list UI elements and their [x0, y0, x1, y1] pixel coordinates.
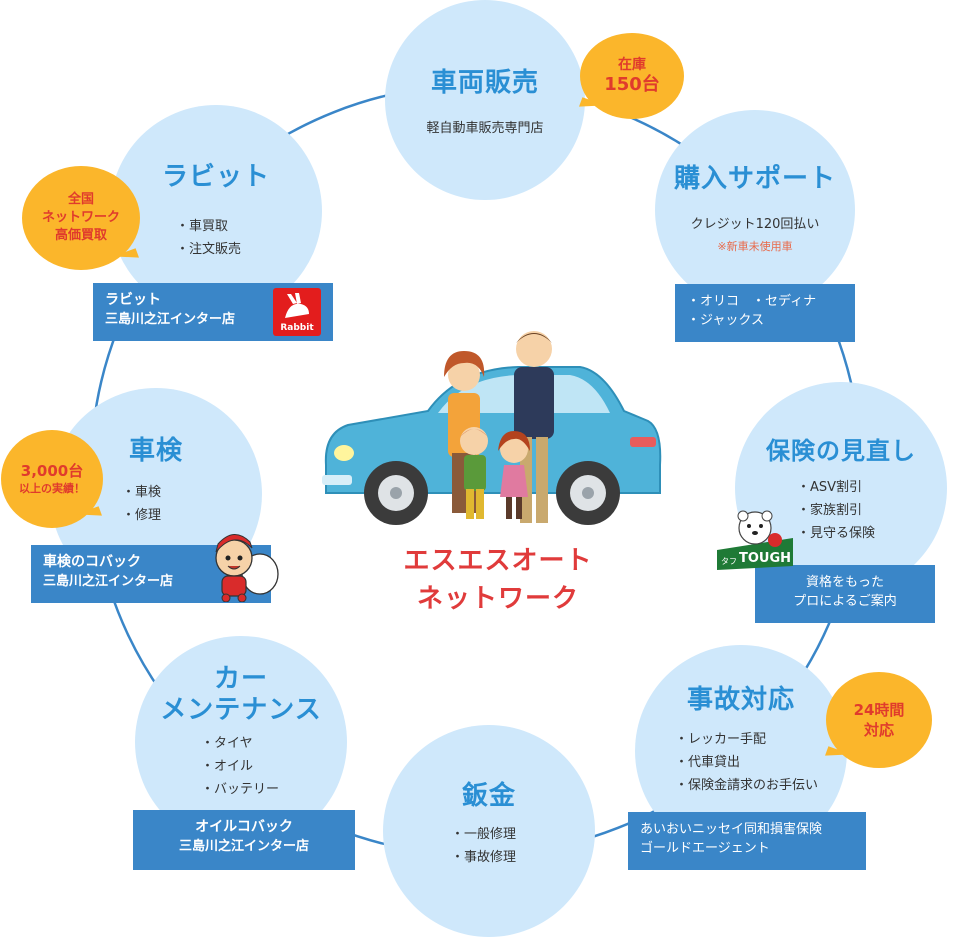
rabbit-logo-text: Rabbit [280, 323, 314, 333]
node-bodywork-title: 鈑金 [461, 781, 516, 811]
item: ・見守る保険 [797, 526, 876, 541]
node-maintenance-title-2: メンテナンス [160, 695, 322, 725]
item: ・代車貸出 [675, 755, 741, 770]
item: ・バッテリー [201, 782, 280, 797]
box-line: 三島川之江インター店 [178, 839, 309, 854]
bubble-line: 全国 [67, 192, 94, 207]
item: ・車検 [122, 485, 162, 500]
node-accident-items: ・レッカー手配 ・代車貸出 ・保険金請求のお手伝い [675, 728, 818, 797]
item: ・修理 [122, 508, 162, 523]
rabbit-logo: Rabbit [273, 288, 321, 336]
item: ・オイル [201, 759, 254, 774]
bubble-line: 以上の実績！ [19, 482, 85, 495]
box-line: 三島川之江インター店 [105, 312, 236, 327]
node-sales: 車両販売 軽自動車販売専門店 [385, 0, 585, 200]
rabbit-network-bubble: 全国 ネットワーク 高価買取 [22, 166, 140, 270]
accident-agent-box: あいおいニッセイ同和損害保険 ゴールドエージェント [628, 812, 866, 870]
bubble-line: 高価買取 [54, 228, 107, 243]
node-insurance-items: ・ASV割引 ・家族割引 ・見守る保険 [797, 476, 875, 545]
box-line: あいおいニッセイ同和損害保険 [640, 822, 823, 837]
item: ・ASV割引 [797, 480, 863, 495]
bubble-line: 在庫 [618, 57, 646, 73]
node-rabbit: ラビット ・車買取 ・注文販売 [110, 105, 322, 317]
inspection-record-bubble: 3,000台 以上の実績！ [1, 430, 103, 528]
node-insurance-title: 保険の見直し [766, 437, 916, 465]
box-line: ラビット [105, 292, 161, 308]
item: ・レッカー手配 [675, 732, 767, 747]
tough-logo-small: タフ [721, 557, 737, 566]
node-maintenance-title-1: カー [213, 664, 268, 694]
kobac-mascot-icon [215, 534, 279, 602]
item: ・家族割引 [797, 503, 863, 518]
tough-bear-logo: タフ TOUGH [717, 510, 793, 570]
bubble-line: 3,000台 [20, 462, 84, 480]
node-maintenance-items: ・タイヤ ・オイル ・バッテリー [201, 732, 279, 801]
center-title-line2: ネットワーク [416, 584, 579, 614]
bubble-line: 対応 [863, 721, 894, 739]
node-sales-subtitle: 軽自動車販売専門店 [426, 121, 544, 136]
box-line: 三島川之江インター店 [43, 574, 174, 589]
bubble-line: ネットワーク [41, 210, 120, 225]
insurance-guide-box: 資格をもった プロによるご案内 [755, 565, 935, 623]
bubble-line: 24時間 [853, 701, 905, 719]
rabbit-logo-icon [285, 293, 309, 318]
box-line: ゴールドエージェント [640, 841, 770, 856]
node-sales-title: 車両販売 [430, 68, 539, 98]
center-title-line1: エスエスオート [403, 546, 593, 576]
box-line: ・オリコ ・セディナ [687, 294, 817, 309]
node-purchase-note: ※新車未使用車 [717, 240, 793, 253]
node-bodywork: 鈑金 ・一般修理 ・事故修理 [383, 725, 595, 937]
item: ・注文販売 [176, 242, 242, 257]
box-line: ・ジャックス [687, 313, 764, 328]
node-purchase: 購入サポート クレジット120回払い ※新車未使用車 [655, 110, 855, 310]
item: ・保険金請求のお手伝い [675, 778, 819, 793]
box-line: 車検のコバック [43, 554, 141, 570]
maintenance-shop-box: オイルコバック 三島川之江インター店 [133, 810, 355, 870]
car-family-illustration-icon [322, 331, 662, 525]
node-accident-title: 事故対応 [686, 685, 795, 715]
purchase-partners-box: ・オリコ ・セディナ ・ジャックス [675, 284, 855, 342]
node-inspection-items: ・車検 ・修理 [122, 481, 161, 527]
node-purchase-title: 購入サポート [673, 164, 836, 194]
sales-stock-bubble: 在庫 150台 [580, 33, 684, 119]
node-bodywork-items: ・一般修理 ・事故修理 [451, 823, 516, 869]
box-line: 資格をもった [805, 575, 884, 590]
bubble-line: 150台 [604, 74, 660, 95]
node-rabbit-title: ラビット [161, 162, 270, 192]
item: ・一般修理 [451, 827, 517, 842]
node-purchase-subtitle: クレジット120回払い [690, 217, 820, 232]
box-line: プロによるご案内 [793, 594, 897, 609]
box-line: オイルコバック [195, 819, 293, 835]
node-rabbit-items: ・車買取 ・注文販売 [176, 215, 241, 261]
node-inspection-title: 車検 [128, 436, 183, 466]
item: ・事故修理 [451, 850, 517, 865]
item: ・タイヤ [201, 736, 253, 751]
tough-logo-text: TOUGH [739, 551, 791, 566]
item: ・車買取 [176, 219, 229, 234]
accident-24h-bubble: 24時間 対応 [826, 672, 932, 768]
